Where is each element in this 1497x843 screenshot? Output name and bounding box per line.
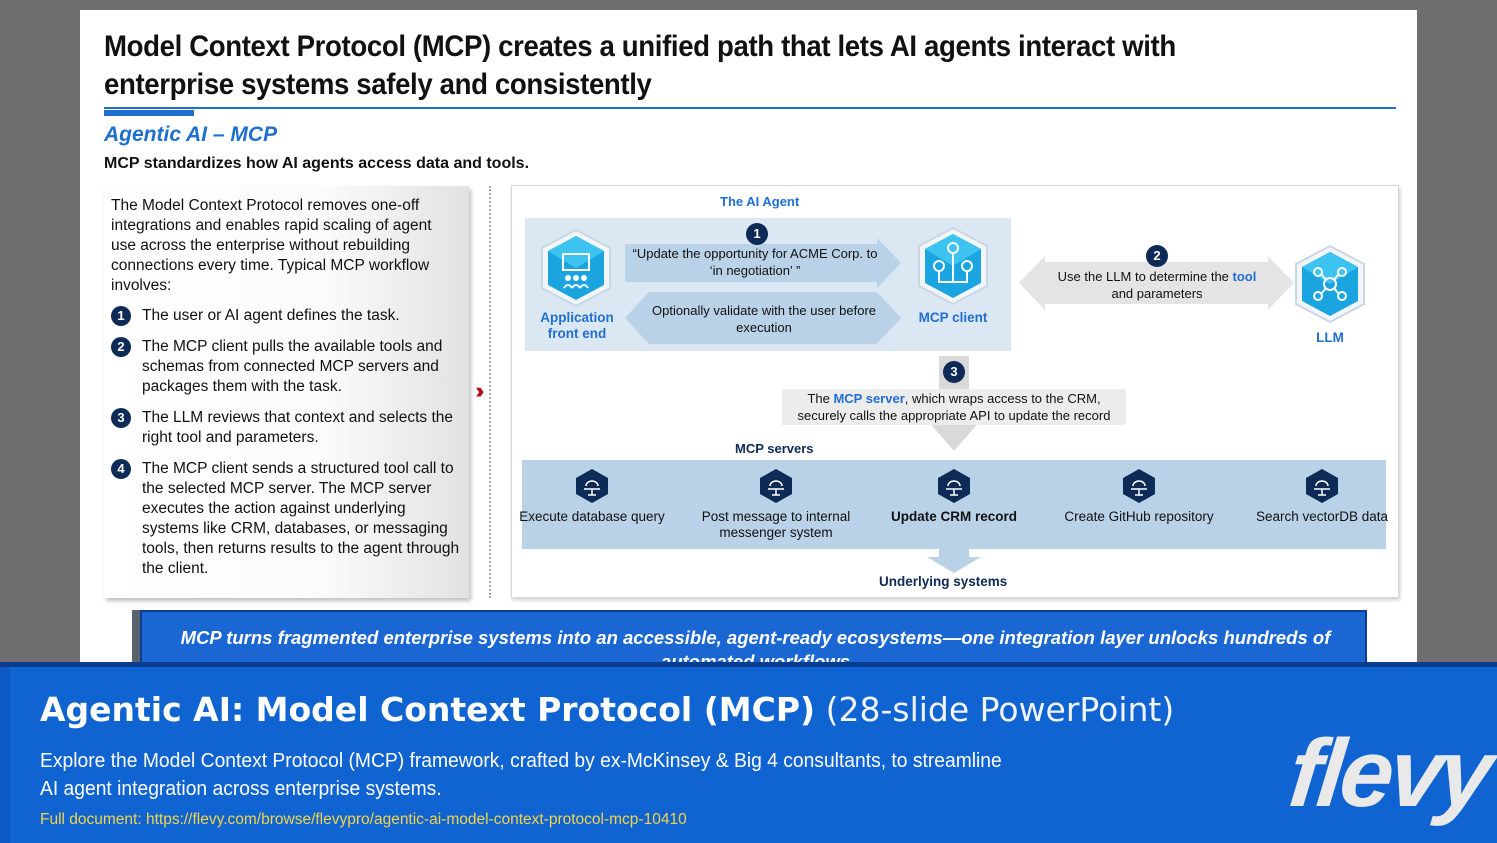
llm-double-arrow [1019, 256, 1294, 310]
server-arrow-mcp-server: MCP server [833, 391, 905, 406]
validation-arrow [625, 292, 901, 344]
flevy-logo: flevy [1284, 720, 1495, 827]
workflow-panel: The Model Context Protocol removes one-o… [104, 186, 469, 598]
mcp-diagram: The AI Agent Application front end 1 “Up… [511, 185, 1399, 598]
mcp-client-label: MCP client [918, 310, 988, 325]
step-text: The LLM reviews that context and selects… [142, 409, 454, 446]
step-1-badge: 1 [746, 223, 768, 245]
server-hex-icon [760, 469, 792, 503]
footer-title: Agentic AI: Model Context Protocol (MCP)… [40, 690, 1174, 729]
key-takeaway-callout: MCP turns fragmented enterprise systems … [140, 610, 1367, 670]
server-database-query: Execute database query [507, 460, 677, 549]
llm-arrow-text: Use the LLM to determine the tool and pa… [1037, 268, 1277, 302]
llm-arrow-text-pre: Use the LLM to determine the [1057, 269, 1233, 284]
server-arrow-text: The MCP server, which wraps access to th… [782, 389, 1126, 425]
step-number-badge: 2 [111, 337, 131, 357]
server-label: Update CRM record [890, 509, 1017, 524]
slide-title: Model Context Protocol (MCP) creates a u… [104, 30, 1176, 101]
server-label: Create GitHub repository [1064, 509, 1214, 524]
mcp-servers-box: Execute database query Post message to i… [519, 460, 1388, 549]
server-arrow-text-post: , which wraps access to the CRM, [904, 391, 1101, 406]
step-text: The MCP client sends a structured tool c… [142, 460, 460, 577]
dotted-divider [489, 186, 491, 598]
llm-arrow-tool-word: tool [1232, 269, 1257, 284]
footer-panel [10, 667, 1497, 843]
footer-description: Explore the Model Context Protocol (MCP)… [40, 749, 1002, 800]
server-label: Post message to internal messenger syste… [701, 509, 851, 540]
section-subtitle: Agentic AI – MCP [104, 123, 278, 146]
server-label: Execute database query [519, 509, 665, 524]
step-2-badge: 2 [1146, 245, 1168, 267]
server-label: Search vectorDB data [1255, 509, 1389, 524]
request-arrow [625, 238, 901, 288]
step-number-badge: 1 [111, 306, 131, 326]
step-number-badge: 3 [111, 408, 131, 428]
step-text: The MCP client pulls the available tools… [142, 338, 443, 395]
underlying-systems-label: Underlying systems [879, 574, 1008, 589]
application-front-end-label: Application front end [540, 310, 614, 341]
lead-sentence: MCP standardizes how AI agents access da… [104, 155, 530, 172]
slide: Model Context Protocol (MCP) creates a u… [80, 10, 1417, 670]
llm-label: LLM [1316, 330, 1344, 345]
mcp-servers-label: MCP servers [735, 441, 814, 456]
llm-hex-icon [1295, 244, 1365, 324]
workflow-intro: The Model Context Protocol removes one-o… [111, 197, 432, 294]
server-arrow-text-pre: The [807, 391, 834, 406]
step-3-badge: 3 [943, 361, 965, 383]
step-number-badge: 4 [111, 459, 131, 479]
server-hex-icon [1123, 469, 1155, 503]
server-vectordb-search: Search vectorDB data [1237, 460, 1407, 549]
validation-arrow-text: Optionally validate with the user before… [651, 303, 876, 335]
server-arrow-text-line2: securely calls the appropriate API to up… [797, 408, 1111, 423]
footer-title-suffix: (28-slide PowerPoint) [825, 690, 1175, 729]
server-hex-icon [938, 469, 970, 503]
server-github-repository: Create GitHub repository [1054, 460, 1224, 549]
title-underline [104, 107, 1396, 109]
server-internal-messenger: Post message to internal messenger syste… [691, 460, 861, 549]
step-text: The user or AI agent defines the task. [142, 307, 400, 324]
title-underline-accent [104, 110, 194, 116]
footer-top-bar [0, 662, 1497, 667]
server-update-crm: Update CRM record [869, 460, 1039, 549]
footer-title-main: Agentic AI: Model Context Protocol (MCP) [40, 690, 816, 729]
footer-document-link[interactable]: Full document: https://flevy.com/browse/… [40, 811, 687, 828]
mcp-client-hex-icon [918, 226, 988, 306]
server-hex-icon [576, 469, 608, 503]
ai-agent-label: The AI Agent [720, 194, 800, 209]
application-hex-icon [541, 228, 611, 308]
llm-arrow-text-post: and parameters [1111, 286, 1203, 301]
request-arrow-text: “Update the opportunity for ACME Corp. t… [632, 246, 878, 278]
underlying-down-arrow [927, 549, 981, 573]
server-hex-icon [1306, 469, 1338, 503]
